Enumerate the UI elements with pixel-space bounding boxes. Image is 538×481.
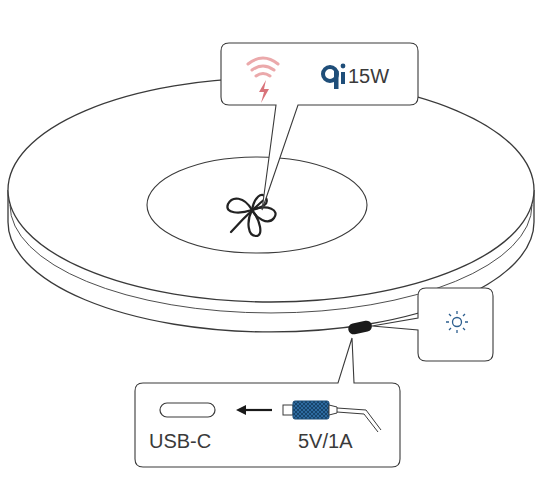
charging-area — [147, 157, 367, 253]
charger-top — [8, 78, 534, 302]
port-callout — [135, 338, 400, 467]
brand-logo — [227, 195, 275, 236]
usb-c-port — [347, 320, 373, 336]
qi-logo — [323, 64, 345, 89]
indicator-callout — [372, 288, 493, 361]
callout-box: 15W — [221, 43, 418, 105]
plug-tip — [283, 405, 293, 415]
indicator-light-icon — [446, 311, 468, 333]
wireless-icon — [248, 58, 278, 76]
cable — [337, 412, 378, 432]
callout-text: 15W — [348, 66, 389, 86]
usb-c-socket — [160, 403, 215, 417]
plug-grip — [293, 401, 329, 419]
callout-box: USB-C 5V/1A — [135, 383, 400, 467]
callout-text: USB-C — [149, 431, 211, 451]
plug-strain-relief — [329, 405, 337, 415]
feature-callout — [221, 43, 418, 210]
callout-text: 5V/1A — [298, 431, 352, 451]
insert-arrowhead — [236, 405, 246, 415]
insert-arrow — [244, 409, 272, 411]
charge-bolt-icon — [259, 80, 269, 103]
